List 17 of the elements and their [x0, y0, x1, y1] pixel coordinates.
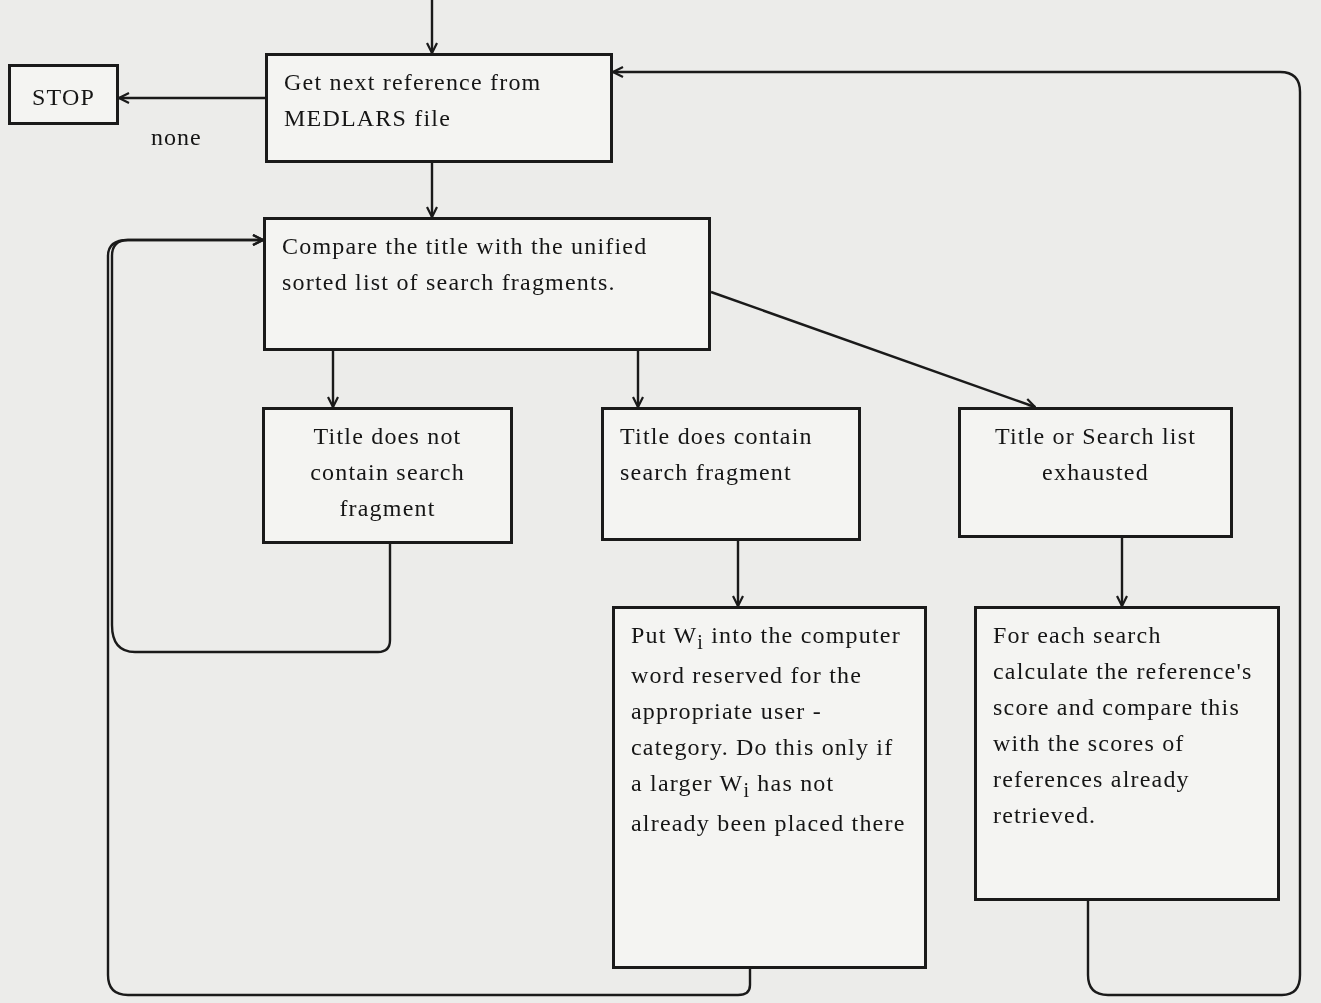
terminal-box: STOP	[8, 64, 119, 125]
arrow	[425, 163, 439, 219]
arrow	[731, 541, 745, 608]
arrow	[425, 0, 439, 55]
process-box: Title or Search list exhausted	[958, 407, 1233, 538]
process-box: For each search calculate the reference's score and compare this with the scores of references already retrieved.	[974, 606, 1280, 901]
arrow	[106, 233, 752, 997]
process-box: Title does not contain search fragment	[262, 407, 513, 544]
process-box: Put W$_{i}$ into the computer word reserved for the appropriate user -category. Do this only if a larger W$_{i}$ has not already been placed there	[612, 606, 927, 969]
arrow	[117, 91, 265, 105]
process-box: Title does contain search fragment	[601, 407, 861, 541]
arrow	[1115, 538, 1129, 608]
process-box: Get next reference from MEDLARS file	[265, 53, 613, 163]
process-box: Compare the title with the unified sorted list of search fragments.	[263, 217, 711, 351]
arrow	[611, 65, 1302, 997]
arrow	[326, 351, 340, 409]
arrow	[631, 351, 645, 409]
